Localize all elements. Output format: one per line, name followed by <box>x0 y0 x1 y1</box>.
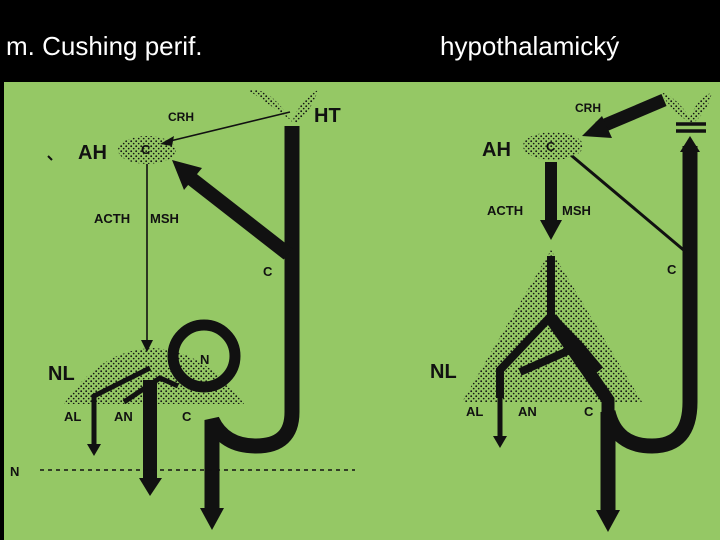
left-label-ht: HT <box>314 105 341 127</box>
right-label-nl: NL <box>430 361 457 383</box>
right-stem-top-arrowhead <box>680 136 700 152</box>
left-diagram: CRH HT AH C ACTH MSH C N NL AL AN C N <box>10 89 355 530</box>
slide-title-left: m. Cushing perif. <box>6 31 203 61</box>
left-label-n-ring: N <box>200 352 209 367</box>
left-label-crh: CRH <box>168 110 194 124</box>
left-label-ah: AH <box>78 142 107 164</box>
left-feedback-line <box>183 170 293 260</box>
left-label-c-bottom: C <box>182 409 192 424</box>
right-al-arrowhead <box>493 436 507 448</box>
right-nl-main-branch <box>545 314 615 420</box>
right-label-crh: CRH <box>575 101 601 115</box>
slide-title-right: hypothalamický <box>440 31 620 61</box>
right-crh-line <box>595 94 667 134</box>
left-tick-mark <box>47 155 53 161</box>
endocrine-feedback-diagram: CRH HT AH C ACTH MSH C N NL AL AN C N <box>4 82 720 540</box>
left-label-c-side: C <box>263 264 273 279</box>
right-label-acth: ACTH <box>487 203 523 218</box>
left-label-acth: ACTH <box>94 211 130 226</box>
right-feedback-line <box>571 154 687 254</box>
left-label-nl: NL <box>48 363 75 385</box>
left-label-an: AN <box>114 409 133 424</box>
right-acth-arrowhead <box>540 220 562 240</box>
right-crh-arrowhead <box>582 116 612 138</box>
right-bottom-arrowhead <box>596 510 620 532</box>
left-feedback-arrowhead <box>172 160 202 190</box>
left-bottom-arrowhead <box>200 508 224 530</box>
left-an-arrowhead <box>139 478 162 496</box>
left-acth-arrowhead <box>141 340 153 352</box>
right-ah-stipple <box>523 132 583 160</box>
right-label-c-bottom: C <box>584 404 594 419</box>
left-label-msh: MSH <box>150 211 179 226</box>
left-label-ah-c: C <box>141 142 151 157</box>
right-label-ah: AH <box>482 139 511 161</box>
right-label-an: AN <box>518 404 537 419</box>
left-ah-stipple <box>118 136 176 164</box>
left-crh-line <box>165 111 291 143</box>
right-diagram: CRH AH C ACTH MSH C NL AL AN C <box>430 92 712 532</box>
right-hypothalamus-stipple <box>660 92 712 124</box>
left-label-al: AL <box>64 409 81 424</box>
right-label-ah-c: C <box>546 139 556 154</box>
left-al-arrowhead <box>87 444 101 456</box>
right-nl-tree <box>496 256 604 398</box>
right-label-c-side: C <box>667 262 677 277</box>
right-label-al: AL <box>466 404 483 419</box>
left-main-stem <box>204 126 300 512</box>
right-main-stem <box>600 146 698 514</box>
right-label-msh: MSH <box>562 203 591 218</box>
left-label-n-line: N <box>10 464 19 479</box>
left-hypothalamus-stipple <box>248 89 318 124</box>
